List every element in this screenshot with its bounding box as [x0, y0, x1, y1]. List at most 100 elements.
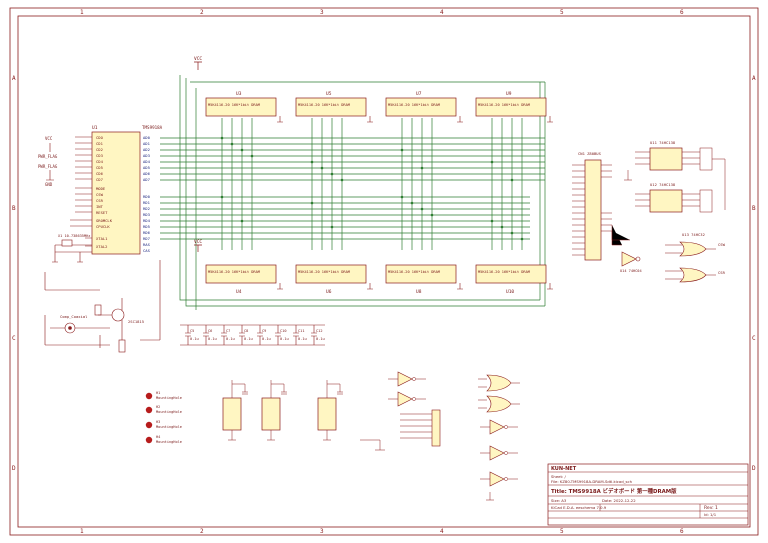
dram-value: M5K4116-20 16K*1bit DRAM: [388, 270, 441, 274]
gate-labels: U13 74HC32 CSW CSR: [682, 232, 726, 275]
col-number: 6: [680, 9, 684, 16]
row-letter: D: [12, 465, 16, 472]
vdp-pin-labels: AD0 AD1 AD2 AD3 AD4 AD5 AD6 AD7 RD0 RD1 …: [143, 135, 151, 241]
vdp-pin: GROMCLK: [96, 218, 113, 223]
gate-label: U13 74HC32: [682, 232, 705, 237]
vdp-pin: XTAL1: [96, 236, 108, 241]
vdp-pin: CD6: [96, 171, 104, 176]
col-number: 4: [440, 528, 444, 535]
cap-ref: C6: [208, 329, 212, 333]
vdp-pin: CD1: [96, 141, 104, 146]
cap-value: 0.1u: [208, 337, 217, 341]
title-tool: KiCad E.D.A. eeschema 7.0.9: [551, 505, 607, 510]
power-flag-wires: [46, 143, 54, 181]
vcc-label: VCC: [194, 56, 202, 62]
gate-bubbles: [412, 377, 508, 481]
title-id: Id: 1/1: [704, 512, 717, 517]
title-rev: Rev: 1: [704, 505, 718, 511]
title-date: Date: 2022-12-22: [602, 498, 636, 503]
bypass-capacitors: [180, 324, 325, 346]
decoder-chip: U12 74HC138: [649, 182, 683, 213]
video-output-circuit: [44, 260, 161, 353]
mounting-holes: H1 MountingHole H2 MountingHole H3 Mount…: [145, 391, 182, 444]
logic-chip-wires: [228, 380, 343, 441]
vdp-pin: CAS: [143, 248, 151, 253]
cap-ref: C9: [262, 329, 266, 333]
jumper-header: [431, 409, 441, 447]
comp-label: Comp_Coaxial: [60, 314, 87, 319]
dram-chip: U8 M5K4116-20 16K*1bit DRAM: [385, 264, 457, 295]
row-letter: B: [752, 205, 756, 212]
bus-label: CN1 Z80BUS: [578, 151, 602, 156]
vdp-pin: CD5: [96, 165, 103, 170]
gnd-symbols: [277, 116, 553, 290]
title-file: File: KZ80-TMS9918A-DRAM-Sdtl.kicad_sch: [551, 479, 633, 484]
bus-connector: CN1 Z80BUS: [578, 151, 602, 261]
row-letter: D: [752, 465, 756, 472]
vdp-pin: CSR: [96, 198, 104, 203]
logic-chip: [317, 397, 337, 431]
vdp-pin: AD0: [143, 135, 151, 140]
dram-chip: U6 M5K4116-20 16K*1bit DRAM: [295, 264, 367, 295]
vdp-pin: XTAL2: [96, 244, 107, 249]
row-letter: A: [752, 75, 756, 82]
vdp-value: TMS9918A: [142, 125, 163, 130]
vdp-pin: RD4: [143, 218, 151, 223]
vdp-ref: U1: [92, 125, 98, 131]
vdp-pin: CD4: [96, 159, 104, 164]
crystal-circuit: [44, 239, 100, 291]
col-number: 2: [200, 528, 204, 535]
col-number: 5: [560, 9, 564, 16]
cap-value: 0.1u: [262, 337, 271, 341]
vdp-pin: RESET: [96, 210, 108, 215]
dram-chip: U7 M5K4116-20 16K*1bit DRAM: [385, 91, 457, 117]
dram-ref: U9: [506, 91, 512, 97]
dram-value: M5K4116-20 16K*1bit DRAM: [298, 103, 351, 107]
dram-ref: U8: [416, 289, 422, 295]
cap-ref: C10: [280, 329, 287, 333]
vdp-pin: CD7: [96, 177, 103, 182]
vdp-pin: AD2: [143, 147, 150, 152]
cap-value: 0.1u: [280, 337, 289, 341]
svg-text:MountingHole: MountingHole: [156, 410, 182, 414]
pwr-flag-label: PWR_FLAG: [38, 154, 58, 159]
title-block: KUN-NET Sheet: / File: KZ80-TMS9918A-DRA…: [547, 463, 749, 526]
svg-text:MountingHole: MountingHole: [156, 396, 182, 400]
cs-r-label: CSR: [718, 270, 726, 275]
row-letter: C: [752, 335, 756, 342]
cap-ref: C5: [190, 329, 194, 333]
vdp-pin: AD3: [143, 153, 150, 158]
frame-row-letters: A B C D A B C D: [12, 75, 756, 472]
dram-ref: U6: [326, 289, 332, 295]
dram-ref: U7: [416, 91, 422, 97]
gate-wires: [665, 244, 716, 280]
inverter: [621, 251, 641, 267]
cs-w-label: CSW: [718, 242, 726, 247]
decoder-wires: [624, 147, 726, 213]
jumper-wires: [360, 413, 432, 451]
buffer-gates: [397, 371, 512, 487]
wire-junctions: [220, 136, 524, 241]
vdp-pin: AD4: [143, 159, 151, 164]
vdp-cpu-pins: CDO CD1 CD2 CD3 CD4 CD5 CD6 CD7 MODE CSW…: [96, 135, 113, 249]
mounting-hole: H3 MountingHole: [145, 420, 182, 429]
col-number: 3: [320, 528, 324, 535]
transistor-label: 2SC1815: [128, 319, 144, 324]
dram-ref: U5: [326, 91, 332, 97]
svg-text:H4: H4: [156, 435, 160, 439]
vdp-chip: U1 TMS9918A: [91, 125, 163, 255]
crystal-label: X1 10.738635MHz: [58, 234, 90, 238]
or-gate: [679, 241, 707, 283]
gate-pin-wires: [388, 378, 520, 501]
vdp-pin: RAS: [143, 242, 151, 247]
inverter-label: U14 74HC04: [620, 269, 642, 273]
vdp-control-labels: RAS CAS: [143, 242, 151, 253]
dram-ref: U3: [236, 91, 242, 97]
title-sheet: Sheet: /: [551, 474, 566, 479]
logic-chip: [261, 397, 281, 431]
vdp-pin: MODE: [96, 186, 106, 191]
title-main: Title: TMS9918A ビデオボード 第一種DRAM版: [551, 487, 677, 495]
dram-chip: U3 M5K4116-20 16K*1bit DRAM: [205, 91, 277, 117]
title-company: KUN-NET: [551, 466, 577, 472]
